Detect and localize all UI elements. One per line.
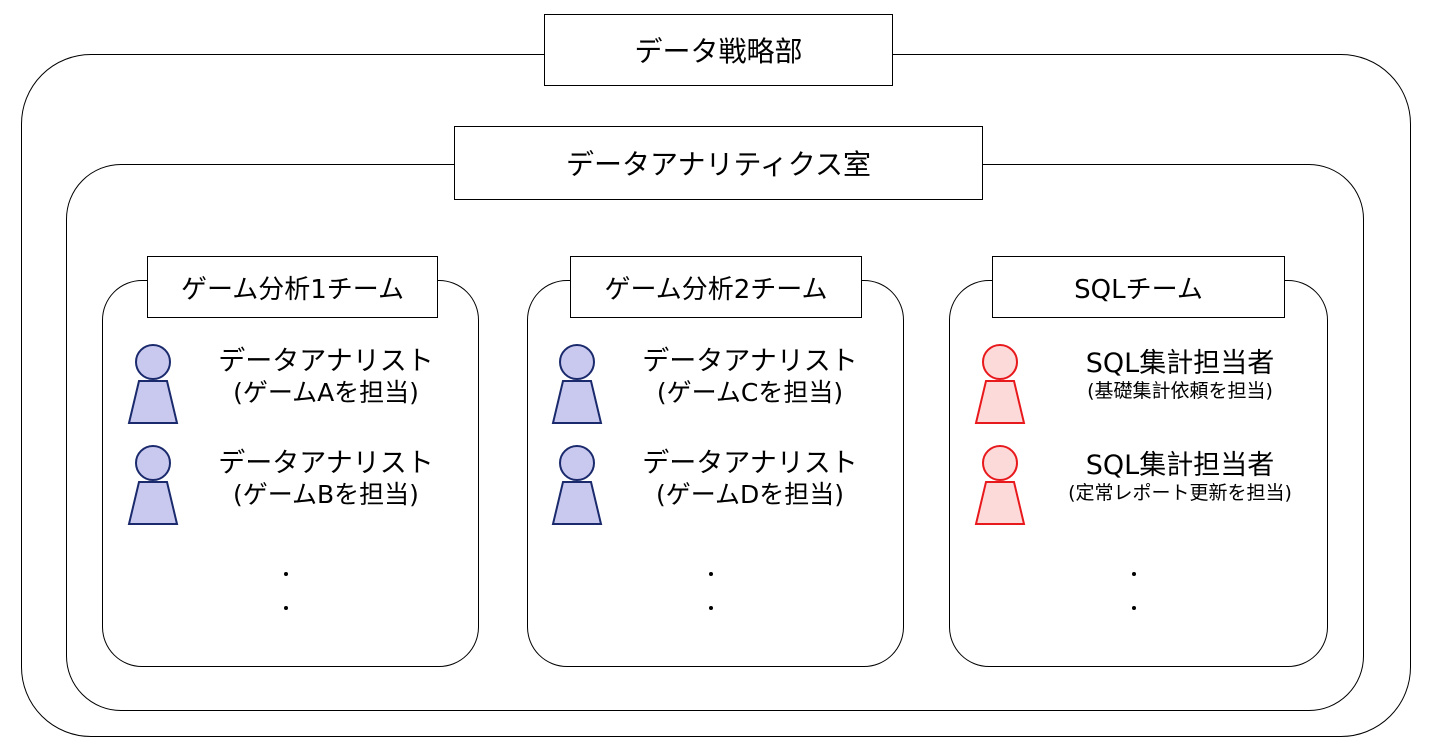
member-text: SQL集計担当者 (定常レポート更新を担当) [1040,450,1320,505]
team-1-label: ゲーム分析1チーム [147,256,438,318]
member-title: データアナリスト [218,448,434,479]
member-subtitle: (ゲームBを担当) [233,480,419,510]
ellipsis-dot [1132,606,1136,610]
member-text: データアナリスト (ゲームDを担当) [620,448,880,510]
person-icon [974,344,1026,424]
member-text: データアナリスト (ゲームBを担当) [196,448,456,510]
member-title: データアナリスト [642,346,858,377]
person-icon [551,445,603,525]
team-2-label: ゲーム分析2チーム [570,256,862,318]
member-title: SQL集計担当者 [1085,450,1275,481]
member-title: データアナリスト [218,346,434,377]
member-text: データアナリスト (ゲームAを担当) [196,346,456,408]
member-title: データアナリスト [642,448,858,479]
person-icon [551,344,603,424]
member-subtitle: (ゲームCを担当) [656,378,844,408]
member-subtitle: (ゲームAを担当) [233,378,419,408]
ellipsis-dot [1132,572,1136,576]
member-text: SQL集計担当者 (基礎集計依頼を担当) [1040,348,1320,403]
ellipsis-dot [709,606,713,610]
member-subtitle: (基礎集計依頼を担当) [1087,380,1273,403]
ellipsis-dot [709,572,713,576]
person-icon [127,445,179,525]
member-subtitle: (定常レポート更新を担当) [1068,482,1292,505]
member-subtitle: (ゲームDを担当) [655,480,844,510]
room-label: データアナリティクス室 [454,126,983,200]
team-3-label: SQLチーム [992,256,1285,318]
member-text: データアナリスト (ゲームCを担当) [620,346,880,408]
ellipsis-dot [284,572,288,576]
member-title: SQL集計担当者 [1085,348,1275,379]
person-icon [974,445,1026,525]
department-label: データ戦略部 [544,14,893,86]
ellipsis-dot [284,606,288,610]
person-icon [127,344,179,424]
